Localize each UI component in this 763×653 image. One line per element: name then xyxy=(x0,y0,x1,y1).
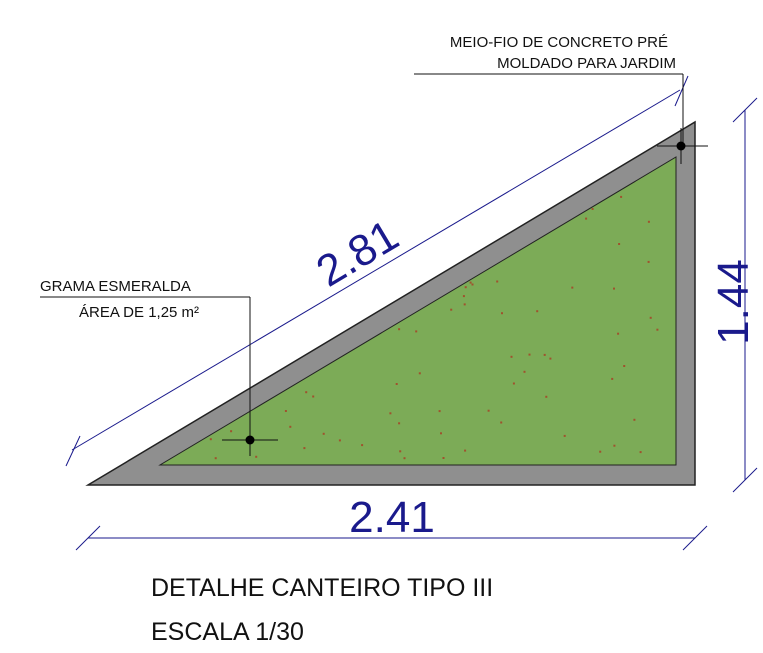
curb-leader-dot xyxy=(676,141,686,151)
grass-speckle xyxy=(585,217,588,220)
grass-speckle xyxy=(399,450,402,453)
dimension-height-text: 1.44 xyxy=(709,259,758,345)
grass-label-line1: GRAMA ESMERALDA xyxy=(40,278,191,295)
grass-speckle xyxy=(289,425,292,428)
grass-speckle xyxy=(501,312,503,315)
grass-speckle xyxy=(599,450,602,453)
grass-speckle xyxy=(395,383,398,385)
grass-speckle xyxy=(463,303,466,306)
grass-speckle xyxy=(591,208,594,210)
grass-speckle xyxy=(398,422,401,425)
dimension-hypotenuse xyxy=(65,75,689,467)
grass-speckle xyxy=(230,430,233,433)
grass-speckle xyxy=(633,418,636,421)
grass-leader-dot xyxy=(245,435,255,445)
grass-speckle xyxy=(523,370,526,373)
grass-speckle xyxy=(496,280,499,283)
grass-speckle xyxy=(440,432,442,435)
grass-speckle xyxy=(500,421,503,424)
grass-speckle xyxy=(563,434,566,437)
grass-speckle xyxy=(543,353,546,356)
dimension-base xyxy=(75,525,708,551)
grass-speckle xyxy=(613,287,615,290)
grass-speckle xyxy=(464,449,467,452)
grass-speckle xyxy=(312,395,315,398)
curb-label-line2: MOLDADO PARA JARDIM xyxy=(497,55,676,72)
grass-speckle xyxy=(545,395,548,398)
grass-speckle xyxy=(471,283,474,286)
grass-speckles xyxy=(209,195,659,460)
grass-label-line2: ÁREA DE 1,25 m² xyxy=(79,304,199,321)
grass-speckle xyxy=(512,382,515,385)
grass-speckle xyxy=(415,330,418,333)
grass-speckle xyxy=(464,286,467,289)
grass-speckle xyxy=(510,355,513,358)
grass-speckle xyxy=(438,410,441,413)
grass-speckle xyxy=(549,357,552,360)
grass-speckle xyxy=(611,377,614,380)
grass-speckle xyxy=(284,410,287,412)
grass-speckle xyxy=(656,328,659,331)
grass-speckle xyxy=(469,281,472,284)
grass-speckle xyxy=(639,451,642,454)
grass-speckle xyxy=(647,260,650,263)
grass-speckle xyxy=(255,455,258,458)
grass-speckle xyxy=(623,365,626,367)
grass-speckle xyxy=(442,457,445,459)
grass-speckle xyxy=(647,220,650,223)
grass-speckle xyxy=(618,243,621,245)
grass-speckle xyxy=(617,332,620,335)
grass-speckle xyxy=(620,195,623,198)
grass-speckle xyxy=(487,409,490,412)
drawing-title: DETALHE CANTEIRO TIPO III xyxy=(151,574,493,602)
grass-speckle xyxy=(389,412,392,415)
dimension-base-text: 2.41 xyxy=(349,493,435,542)
grass-speckle xyxy=(361,444,364,447)
grass-speckle xyxy=(649,316,652,319)
grass-speckle xyxy=(536,310,539,313)
grass-speckle xyxy=(462,295,465,298)
grass-speckle xyxy=(209,438,212,441)
grass-speckle xyxy=(398,328,401,331)
grass-speckle xyxy=(450,308,453,311)
grass-speckle xyxy=(305,391,308,394)
grass-speckle xyxy=(418,372,421,375)
grass-speckle xyxy=(214,457,217,460)
dimension-hypotenuse-text: 2.81 xyxy=(308,211,407,297)
grass-speckle xyxy=(613,444,616,447)
grass-speckle xyxy=(338,439,341,442)
grass-speckle xyxy=(303,447,306,450)
grass-speckle xyxy=(571,286,574,289)
grass-speckle xyxy=(322,432,325,435)
grass-speckle xyxy=(528,353,531,356)
grass-speckle xyxy=(403,457,406,460)
grass-area xyxy=(158,156,677,466)
dimension-height xyxy=(732,97,758,493)
drawing-scale: ESCALA 1/30 xyxy=(151,618,304,646)
curb-label-line1: MEIO-FIO DE CONCRETO PRÉ xyxy=(450,34,668,51)
